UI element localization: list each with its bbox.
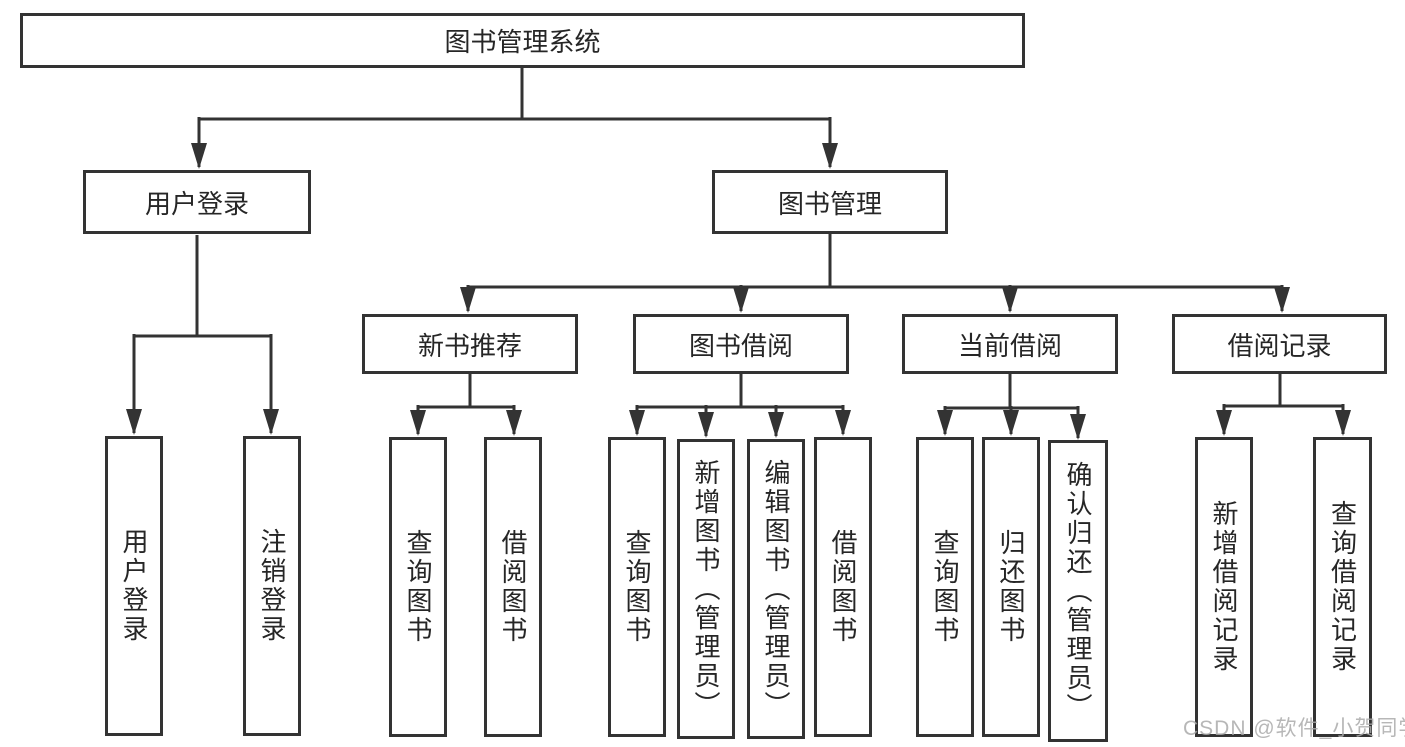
leaf-cb-query-book: 查询图书	[916, 437, 974, 737]
leaf-bb-add-book: 新增图书（管理员）	[677, 439, 735, 739]
leaf-nbr-borrow-book: 借阅图书	[484, 437, 542, 737]
csdn-watermark: CSDN @软件_小贺同学	[1183, 717, 1405, 740]
node-book-borrow: 图书借阅	[633, 314, 849, 374]
node-book-mgmt: 图书管理	[712, 170, 948, 234]
leaf-br-add-record: 新增借阅记录	[1195, 437, 1253, 737]
leaf-user-login: 用户登录	[105, 436, 163, 736]
leaf-cb-return-book: 归还图书	[982, 437, 1040, 737]
leaf-bb-borrow-book: 借阅图书	[814, 437, 872, 737]
leaf-cb-confirm-return: 确认归还（管理员）	[1048, 440, 1108, 742]
node-new-book-rec: 新书推荐	[362, 314, 578, 374]
leaf-br-query-record: 查询借阅记录	[1313, 437, 1372, 737]
node-borrow-record: 借阅记录	[1172, 314, 1387, 374]
leaf-nbr-query-book: 查询图书	[389, 437, 447, 737]
leaf-bb-edit-book: 编辑图书（管理员）	[747, 439, 805, 739]
node-user-login: 用户登录	[83, 170, 311, 234]
node-root: 图书管理系统	[20, 13, 1025, 68]
leaf-bb-query-book: 查询图书	[608, 437, 666, 737]
leaf-logout: 注销登录	[243, 436, 301, 736]
node-current-borrow: 当前借阅	[902, 314, 1118, 374]
